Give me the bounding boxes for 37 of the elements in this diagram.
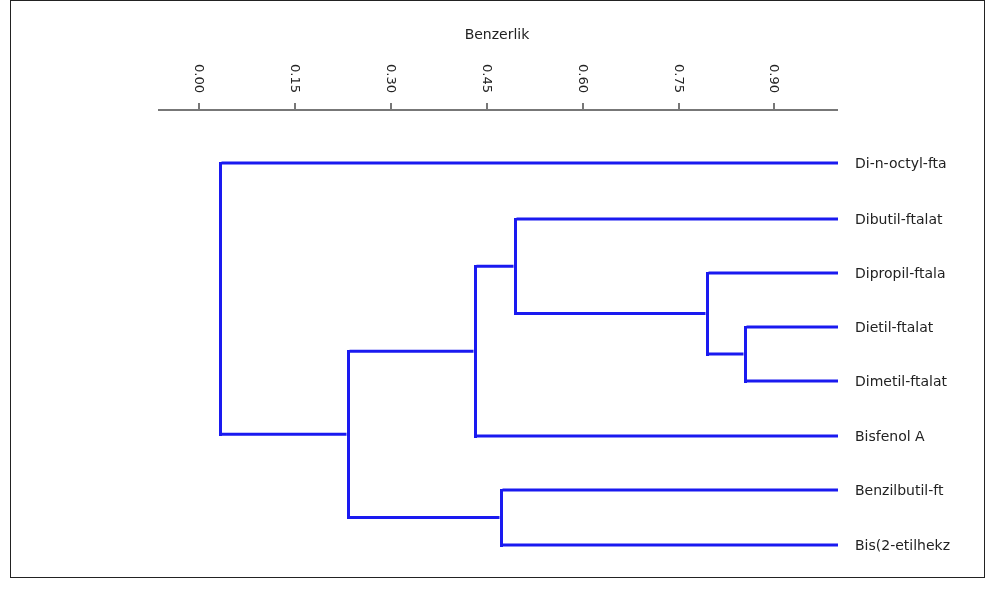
axis-title: Benzerlik bbox=[463, 26, 531, 42]
cluster-bar bbox=[346, 349, 350, 519]
tick-label: 0.15 bbox=[287, 64, 303, 95]
dendrogram-branch bbox=[746, 325, 838, 329]
leaf-label: Dibutil-ftalat bbox=[838, 209, 943, 229]
cluster-bar bbox=[743, 325, 747, 383]
leaf-label: Dipropil-ftala bbox=[838, 263, 946, 283]
tick-label: 0.90 bbox=[766, 64, 782, 95]
dendrogram-branch bbox=[349, 349, 474, 353]
leaf-label: Bisfenol A bbox=[838, 426, 925, 446]
dendrogram-branch bbox=[502, 488, 838, 492]
tick-label: 0.30 bbox=[383, 64, 399, 95]
leaf-label: Di-n-octyl-fta bbox=[838, 153, 947, 173]
dendrogram-branch bbox=[349, 516, 500, 519]
leaf-label: Dimetil-ftalat bbox=[838, 371, 947, 391]
tick-label: 0.75 bbox=[671, 64, 687, 95]
tick-label: 0.00 bbox=[191, 64, 207, 95]
dendrogram-branch bbox=[476, 434, 838, 438]
cluster-bar bbox=[218, 161, 222, 436]
leaf-label: Bis(2-etilhekz bbox=[838, 535, 951, 555]
dendrogram-branch bbox=[516, 312, 706, 315]
dendrogram-branch bbox=[476, 264, 514, 268]
cluster-bar bbox=[473, 264, 477, 438]
dendrogram-branch bbox=[708, 271, 838, 275]
dendrogram-branch bbox=[708, 352, 744, 356]
leaf-label: Benzilbutil-ft bbox=[838, 480, 944, 500]
dendrogram-branch bbox=[221, 161, 838, 165]
tick-label: 0.60 bbox=[575, 64, 591, 95]
tick-label: 0.45 bbox=[479, 64, 495, 95]
cluster-bar bbox=[499, 488, 503, 547]
dendrogram-branch bbox=[746, 379, 838, 383]
cluster-bar bbox=[705, 271, 709, 356]
leaf-label: Dietil-ftalat bbox=[838, 317, 934, 337]
dendrogram-branch bbox=[502, 543, 838, 547]
dendrogram-branch bbox=[221, 432, 347, 436]
cluster-bar bbox=[513, 217, 517, 315]
dendrogram-branch bbox=[516, 217, 838, 221]
